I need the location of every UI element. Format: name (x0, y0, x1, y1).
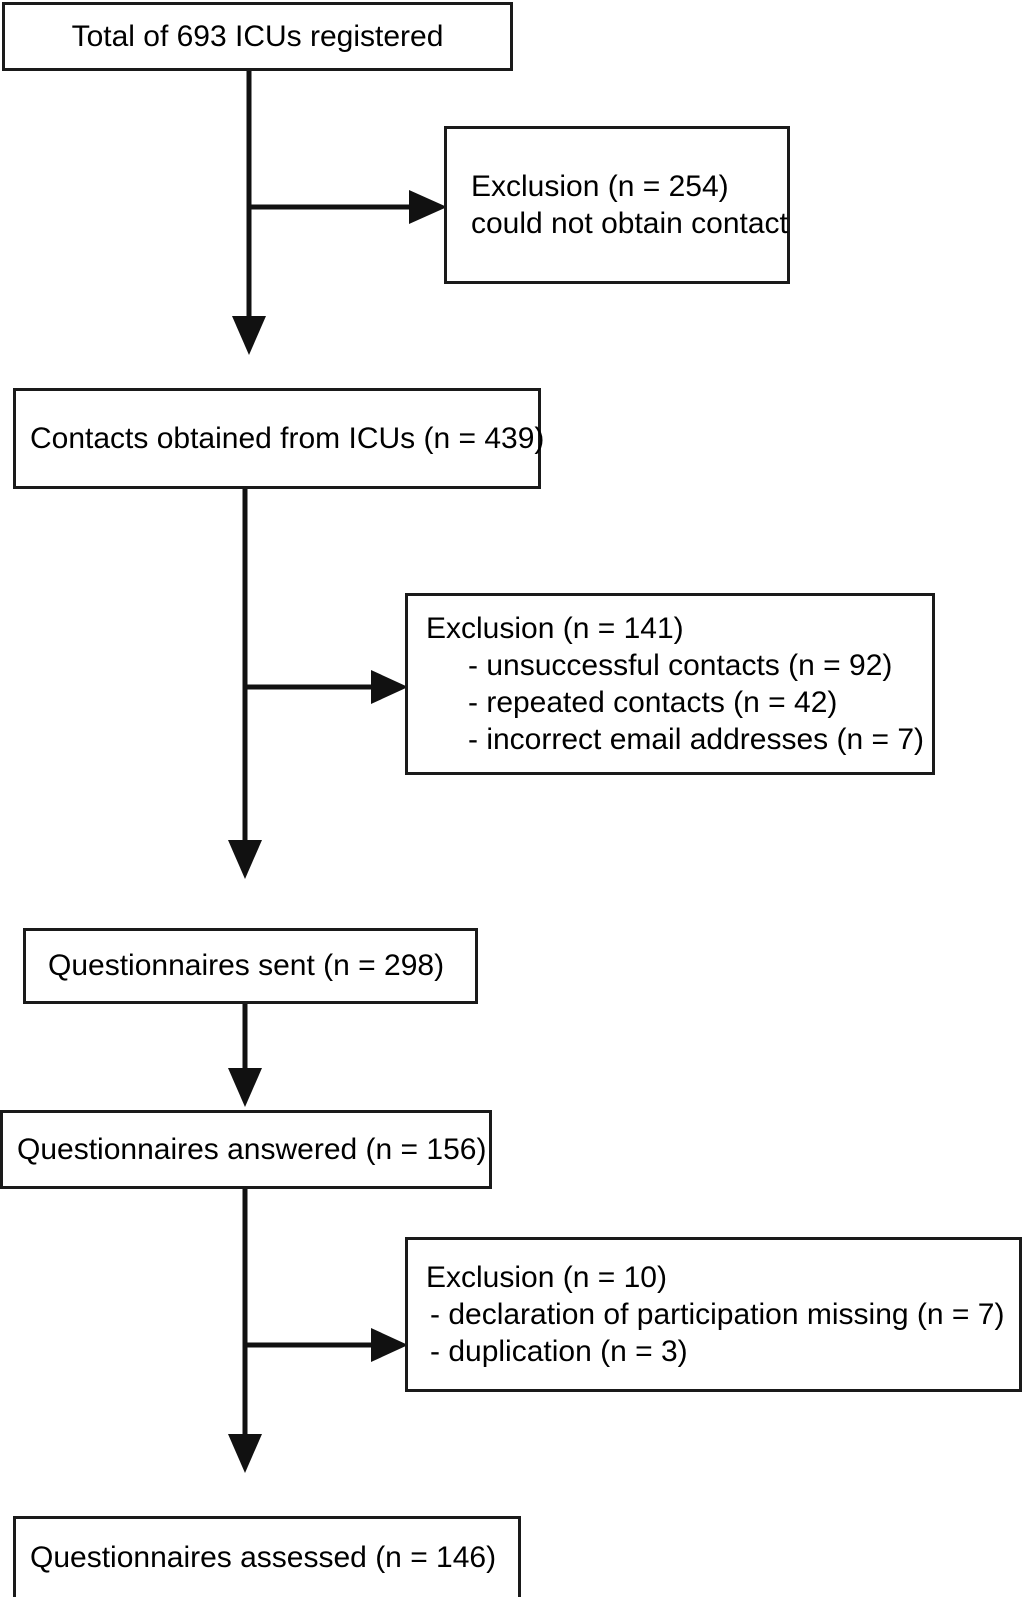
edge-sent-to-answered (228, 1003, 262, 1107)
node-questionnaires-answered-label: Questionnaires answered (n = 156) (17, 1132, 487, 1166)
node-questionnaires-sent-label: Questionnaires sent (n = 298) (48, 949, 445, 983)
node-exclusion-1: Exclusion (n = 254) could not obtain con… (444, 126, 790, 284)
edge-registered-to-exclusion-1 (249, 190, 447, 224)
node-total-registered: Total of 693 ICUs registered (2, 2, 513, 71)
node-exclusion-1-line-1: Exclusion (n = 254) (471, 169, 729, 203)
node-exclusion-2: Exclusion (n = 141) - unsuccessful conta… (405, 593, 935, 775)
node-contacts-obtained-label: Contacts obtained from ICUs (n = 439) (30, 421, 545, 455)
node-exclusion-1-line-2: could not obtain contact (471, 207, 788, 240)
node-exclusion-3: Exclusion (n = 10) - declaration of part… (405, 1237, 1022, 1392)
edge-contacts-to-sent (228, 489, 262, 879)
node-exclusion-2-item-2: - incorrect email addresses (n = 7) (468, 723, 925, 757)
edge-answered-to-assessed (228, 1188, 262, 1473)
edge-contacts-to-exclusion-2 (245, 670, 408, 704)
node-exclusion-2-item-1: - repeated contacts (n = 42) (468, 686, 838, 719)
node-exclusion-3-item-0: - declaration of participation missing (… (430, 1297, 1005, 1331)
edge-registered-to-contacts (232, 70, 266, 355)
node-exclusion-2-header: Exclusion (n = 141) (426, 611, 684, 645)
node-total-registered-label: Total of 693 ICUs registered (71, 19, 444, 53)
node-questionnaires-sent: Questionnaires sent (n = 298) (23, 928, 478, 1004)
node-exclusion-3-header: Exclusion (n = 10) (426, 1260, 667, 1294)
edge-answered-to-exclusion-3 (245, 1328, 408, 1362)
node-exclusion-2-item-0: - unsuccessful contacts (n = 92) (468, 648, 893, 682)
node-contacts-obtained: Contacts obtained from ICUs (n = 439) (13, 388, 545, 489)
node-questionnaires-assessed-label: Questionnaires assessed (n = 146) (30, 1541, 497, 1575)
node-questionnaires-answered: Questionnaires answered (n = 156) (0, 1110, 492, 1189)
node-questionnaires-assessed: Questionnaires assessed (n = 146) (13, 1516, 521, 1597)
node-exclusion-3-item-1: - duplication (n = 3) (430, 1335, 688, 1369)
